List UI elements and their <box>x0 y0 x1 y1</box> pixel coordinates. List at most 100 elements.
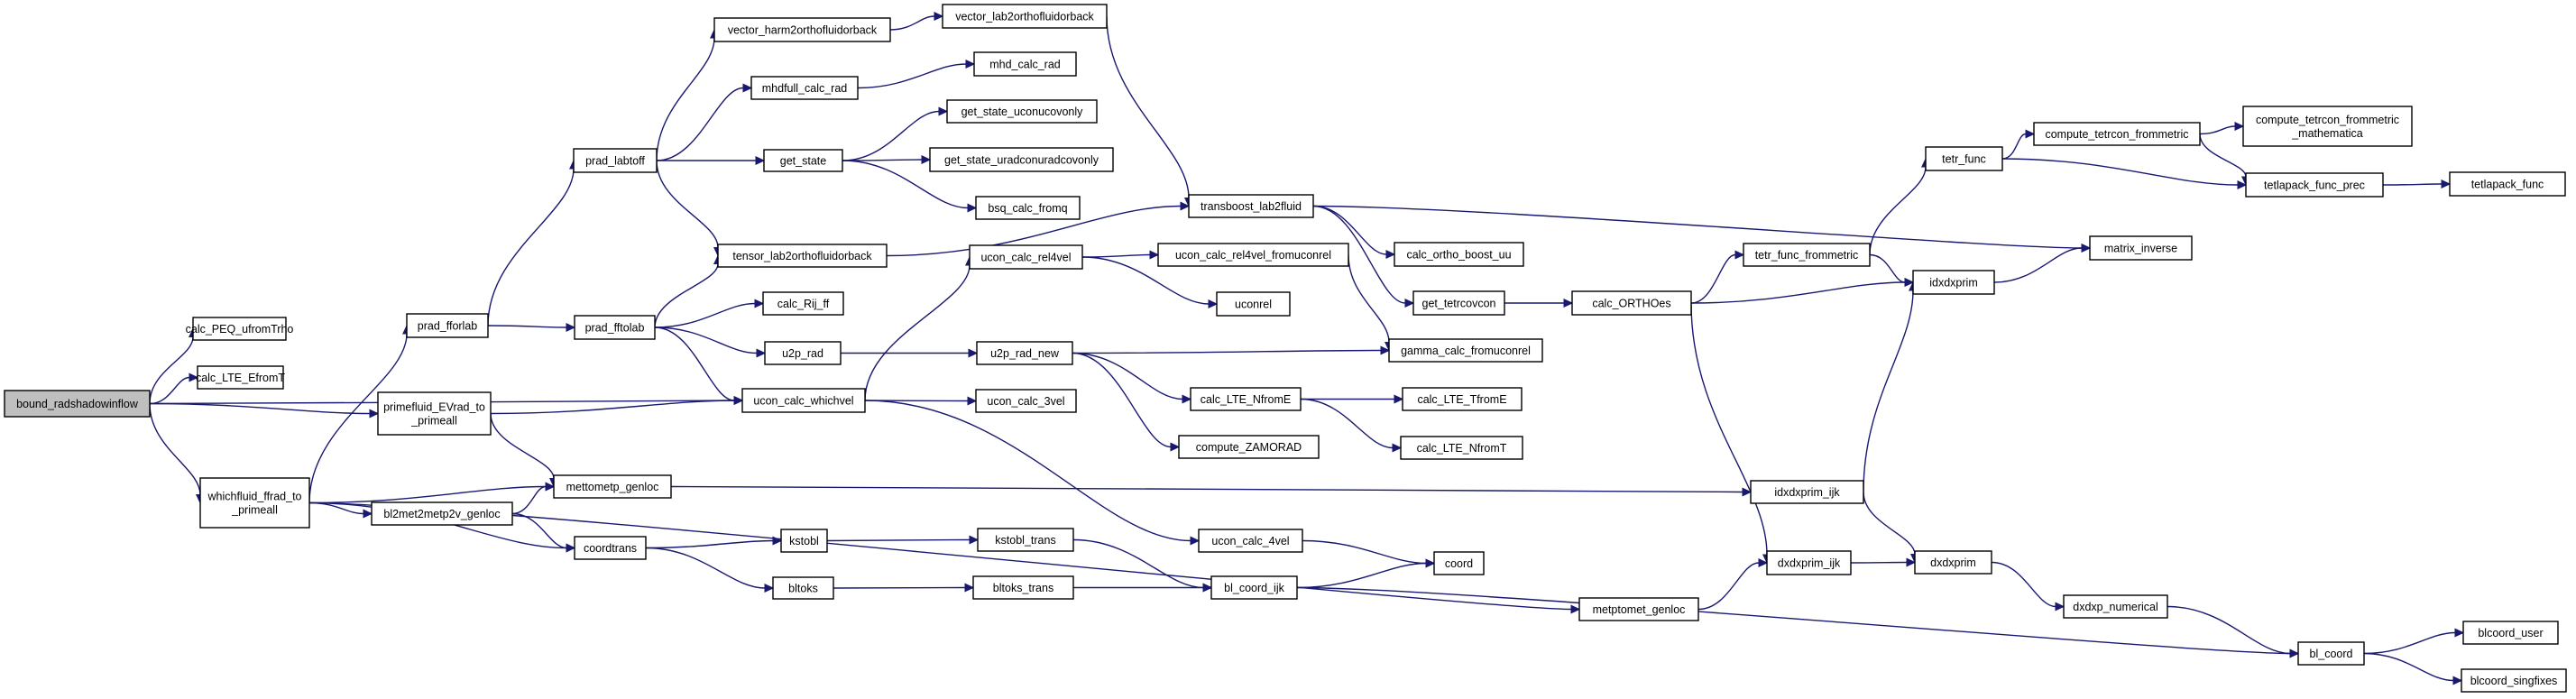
node-box[interactable] <box>574 536 647 560</box>
node-blcoord_singfixes[interactable]: blcoord_singfixes <box>2461 668 2567 693</box>
node-box[interactable] <box>1210 575 1298 600</box>
node-get_tetrcovcon[interactable]: get_tetrcovcon <box>1412 290 1505 316</box>
node-box[interactable] <box>713 17 891 42</box>
node-box[interactable] <box>1925 146 2003 171</box>
node-get_state_uradconuradcovonly[interactable]: get_state_uradconuradcovonly <box>929 147 1114 172</box>
node-box[interactable] <box>750 76 859 100</box>
node-vector_lab2orthofluidorback[interactable]: vector_lab2orthofluidorback <box>942 4 1108 29</box>
node-box[interactable] <box>1912 270 1995 295</box>
node-box[interactable] <box>1578 597 1699 621</box>
node-prad_fforlab[interactable]: prad_fforlab <box>406 313 489 338</box>
node-box[interactable] <box>2242 106 2413 147</box>
node-u2p_rad[interactable]: u2p_rad <box>764 341 842 365</box>
node-bltoks[interactable]: bltoks <box>772 576 834 600</box>
node-compute_tetrcon_frommetric_mathematica[interactable]: compute_tetrcon_frommetric_mathematica <box>2242 106 2413 147</box>
node-calc_ORTHOes[interactable]: calc_ORTHOes <box>1571 290 1692 316</box>
node-box[interactable] <box>1400 436 1523 460</box>
node-box[interactable] <box>1190 387 1302 411</box>
node-box[interactable] <box>975 389 1077 413</box>
node-dxdxp_numerical[interactable]: dxdxp_numerical <box>2063 594 2168 619</box>
node-kstobl_trans[interactable]: kstobl_trans <box>977 528 1074 552</box>
node-box[interactable] <box>1216 291 1291 317</box>
node-box[interactable] <box>1198 529 1303 553</box>
node-get_state[interactable]: get_state <box>763 149 843 172</box>
node-box[interactable] <box>741 388 866 413</box>
node-calc_LTE_TfromE[interactable]: calc_LTE_TfromE <box>1402 387 1523 411</box>
node-calc_Rij_ff[interactable]: calc_Rij_ff <box>762 291 844 316</box>
node-box[interactable] <box>942 4 1108 29</box>
node-idxdxprim_ijk[interactable]: idxdxprim_ijk <box>1750 480 1864 504</box>
node-box[interactable] <box>1433 551 1485 575</box>
node-u2p_rad_new[interactable]: u2p_rad_new <box>976 341 1073 365</box>
node-transboost_lab2fluid[interactable]: transboost_lab2fluid <box>1188 194 1314 218</box>
node-ucon_calc_whichvel[interactable]: ucon_calc_whichvel <box>741 388 866 413</box>
node-ucon_calc_4vel[interactable]: ucon_calc_4vel <box>1198 529 1303 553</box>
node-calc_LTE_EfromT[interactable]: calc_LTE_EfromT <box>196 365 285 390</box>
node-bl_coord[interactable]: bl_coord <box>2297 641 2365 666</box>
node-vector_harm2orthofluidorback[interactable]: vector_harm2orthofluidorback <box>713 17 891 42</box>
node-bl_coord_ijk[interactable]: bl_coord_ijk <box>1210 575 1298 600</box>
node-get_state_uconucovonly[interactable]: get_state_uconucovonly <box>946 99 1098 124</box>
node-box[interactable] <box>377 391 492 436</box>
node-box[interactable] <box>192 317 287 341</box>
node-mettometp_genloc[interactable]: mettometp_genloc <box>553 474 672 499</box>
node-calc_ortho_boost_uu[interactable]: calc_ortho_boost_uu <box>1394 242 1524 267</box>
node-ucon_calc_rel4vel_fromuconrel[interactable]: ucon_calc_rel4vel_fromuconrel <box>1157 243 1349 267</box>
node-box[interactable] <box>1750 480 1864 504</box>
node-box[interactable] <box>574 315 656 340</box>
node-bound_radshadowinflow[interactable]: bound_radshadowinflow <box>4 390 151 418</box>
node-tetlapack_func_prec[interactable]: tetlapack_func_prec <box>2245 172 2384 198</box>
node-box[interactable] <box>973 51 1077 77</box>
node-prad_labtoff[interactable]: prad_labtoff <box>573 148 658 173</box>
node-ucon_calc_rel4vel[interactable]: ucon_calc_rel4vel <box>969 244 1083 270</box>
node-coord[interactable]: coord <box>1433 551 1485 575</box>
node-box[interactable] <box>977 528 1074 552</box>
node-compute_tetrcon_frommetric[interactable]: compute_tetrcon_frommetric <box>2033 122 2201 146</box>
node-mhd_calc_rad[interactable]: mhd_calc_rad <box>973 51 1077 77</box>
node-box[interactable] <box>573 148 658 173</box>
node-box[interactable] <box>1402 387 1523 411</box>
node-box[interactable] <box>1388 338 1543 363</box>
node-box[interactable] <box>1188 194 1314 218</box>
node-bsq_calc_fromq[interactable]: bsq_calc_fromq <box>975 196 1081 220</box>
node-box[interactable] <box>406 313 489 338</box>
node-box[interactable] <box>717 244 888 268</box>
node-calc_LTE_NfromE[interactable]: calc_LTE_NfromE <box>1190 387 1302 411</box>
node-box[interactable] <box>553 474 672 499</box>
node-primefluid_EVrad_to_primeall[interactable]: primefluid_EVrad_to_primeall <box>377 391 492 436</box>
node-box[interactable] <box>2462 621 2559 645</box>
node-kstobl[interactable]: kstobl <box>780 529 828 553</box>
node-box[interactable] <box>2063 594 2168 619</box>
node-box[interactable] <box>763 149 843 172</box>
node-box[interactable] <box>969 244 1083 270</box>
node-whichfluid_ffrad_to_primeall[interactable]: whichfluid_ffrad_to_primeall <box>199 477 310 529</box>
node-box[interactable] <box>780 529 828 553</box>
node-box[interactable] <box>972 575 1074 600</box>
node-box[interactable] <box>764 341 842 365</box>
node-box[interactable] <box>199 477 310 529</box>
node-ucon_calc_3vel[interactable]: ucon_calc_3vel <box>975 389 1077 413</box>
node-prad_fftolab[interactable]: prad_fftolab <box>574 315 656 340</box>
node-tetlapack_func[interactable]: tetlapack_func <box>2449 171 2566 197</box>
node-coordtrans[interactable]: coordtrans <box>574 536 647 560</box>
node-dxdxprim_ijk[interactable]: dxdxprim_ijk <box>1766 550 1852 575</box>
node-box[interactable] <box>4 390 151 418</box>
node-box[interactable] <box>1743 243 1871 267</box>
node-box[interactable] <box>772 576 834 600</box>
node-compute_ZAMORAD[interactable]: compute_ZAMORAD <box>1178 435 1320 459</box>
node-box[interactable] <box>1766 550 1852 575</box>
node-dxdxprim[interactable]: dxdxprim <box>1914 550 1992 575</box>
node-box[interactable] <box>197 365 284 390</box>
node-box[interactable] <box>1157 243 1349 267</box>
node-box[interactable] <box>762 291 844 316</box>
node-box[interactable] <box>2297 641 2365 666</box>
node-box[interactable] <box>2449 171 2566 197</box>
node-box[interactable] <box>1178 435 1320 459</box>
node-mhdfull_calc_rad[interactable]: mhdfull_calc_rad <box>750 76 859 100</box>
node-box[interactable] <box>976 341 1073 365</box>
node-gamma_calc_fromuconrel[interactable]: gamma_calc_fromuconrel <box>1388 338 1543 363</box>
node-box[interactable] <box>975 196 1081 220</box>
node-box[interactable] <box>1571 290 1692 316</box>
node-box[interactable] <box>371 501 513 526</box>
node-box[interactable] <box>2461 668 2567 693</box>
